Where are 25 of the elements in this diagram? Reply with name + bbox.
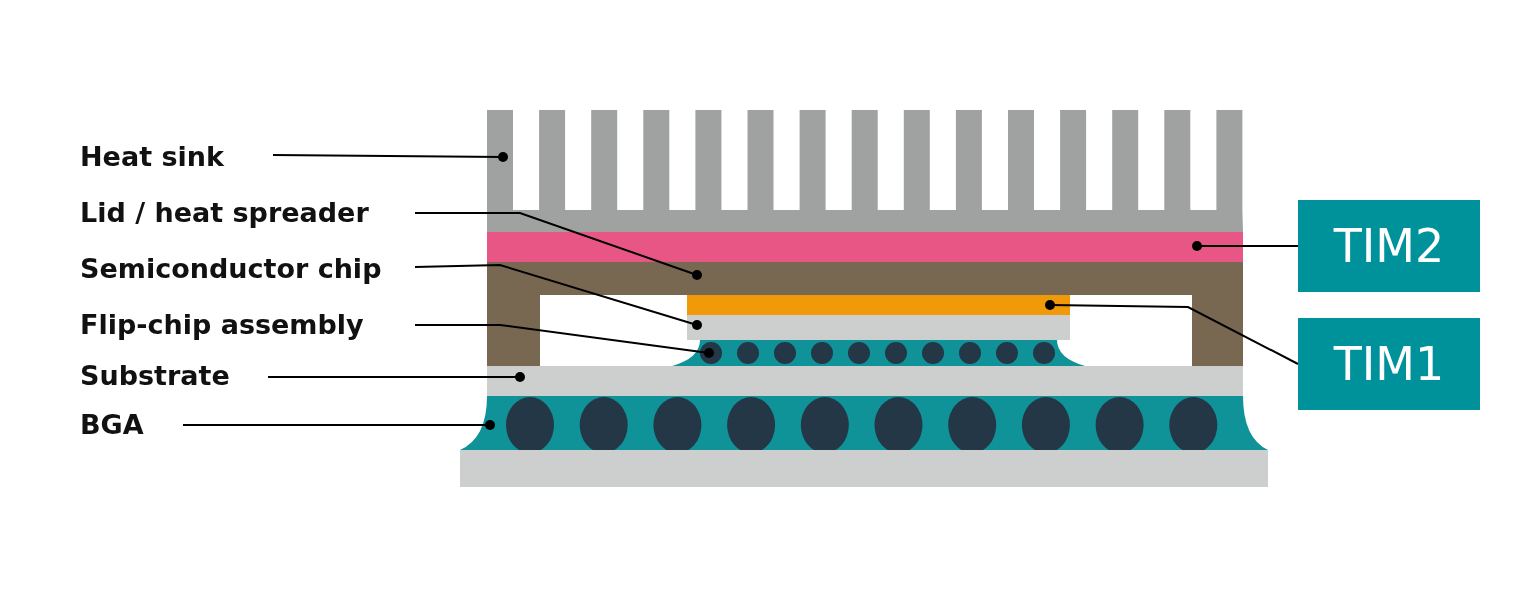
- leader-line: [414, 324, 714, 358]
- callout-box: TIM1: [1298, 318, 1480, 410]
- leader-line: [182, 420, 495, 430]
- part-label: Substrate: [80, 359, 230, 393]
- leader-line: [414, 212, 702, 280]
- circuit-board: [460, 450, 1268, 487]
- part-label: Semiconductor chip: [80, 252, 382, 286]
- leader-line: [267, 372, 525, 382]
- callout-box: TIM2: [1298, 200, 1480, 292]
- leader-line: [414, 264, 702, 330]
- flip-chip-drawing: [672, 340, 1085, 366]
- leader-line: [272, 152, 508, 162]
- chip-layer: [687, 315, 1070, 340]
- thermal-interface-layer: [487, 232, 1243, 262]
- substrate-layer: [487, 366, 1243, 396]
- heat-sink-drawing: [487, 110, 1243, 232]
- part-label: Flip-chip assembly: [80, 308, 364, 342]
- part-label: BGA: [80, 408, 144, 442]
- lid-drawing: [487, 262, 1243, 366]
- ball-grid-array-drawing: [460, 396, 1268, 450]
- leader-line: [1045, 300, 1299, 365]
- part-label: Lid / heat spreader: [80, 196, 369, 230]
- leader-line: [1192, 241, 1299, 251]
- thermal-interface-layer: [687, 295, 1070, 315]
- part-label: Heat sink: [80, 140, 224, 174]
